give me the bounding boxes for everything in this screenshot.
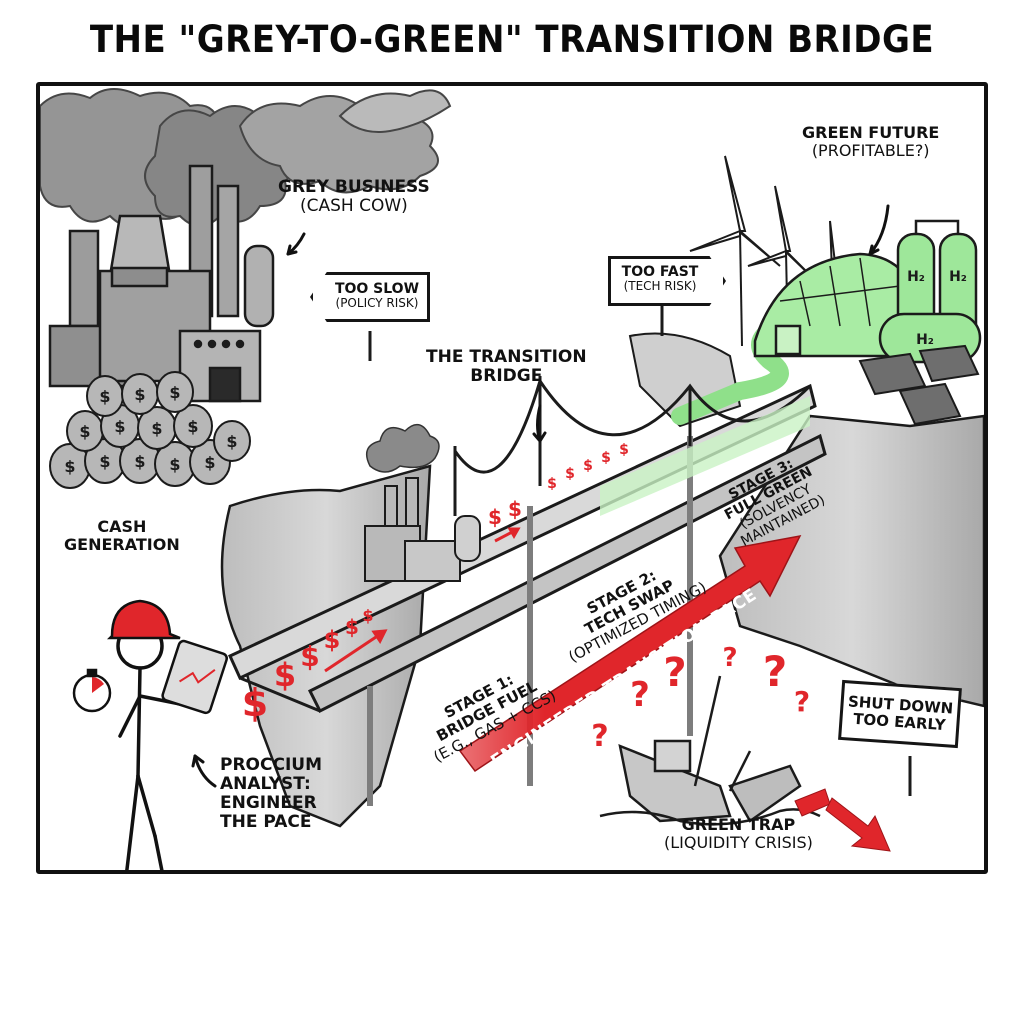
svg-text:$: $	[169, 455, 180, 474]
svg-text:$: $	[274, 656, 296, 694]
transition-bridge	[228, 376, 827, 806]
broken-down-arrow	[794, 788, 891, 852]
small-red-arrows	[324, 527, 521, 673]
sign-too-fast: TOO FAST (TECH RISK)	[608, 256, 726, 306]
svg-text:?: ?	[794, 685, 810, 718]
label-green-future: GREEN FUTURE (PROFITABLE?)	[802, 123, 940, 160]
svg-text:$: $	[114, 417, 125, 436]
svg-text:$: $	[362, 606, 373, 625]
svg-text:$: $	[169, 383, 180, 402]
question-marks: ? ? ? ? ? ?	[591, 643, 810, 754]
label-cash-generation: CASH GENERATION	[64, 517, 180, 554]
svg-text:$: $	[151, 419, 162, 438]
h2-tank-labels: H₂ H₂ H₂	[907, 269, 967, 348]
bridge-smoke	[365, 423, 440, 473]
svg-text:$: $	[99, 452, 110, 471]
tablet	[161, 639, 228, 715]
sign-too-slow: TOO SLOW (POLICY RISK)	[310, 272, 430, 322]
svg-text:?: ?	[591, 719, 608, 754]
svg-text:$: $	[345, 615, 359, 639]
svg-text:$: $	[601, 450, 611, 466]
sinking-boat	[599, 675, 821, 826]
label-green-trap: GREEN TRAP (LIQUIDITY CRISIS)	[664, 815, 813, 852]
svg-text:$: $	[619, 442, 629, 458]
svg-text:$: $	[583, 458, 593, 474]
svg-text:$: $	[204, 453, 215, 472]
svg-text:$: $	[187, 417, 198, 436]
svg-text:?: ?	[663, 650, 686, 696]
svg-text:$: $	[242, 681, 268, 725]
money-bags: $$$$$$ $$$$$$$	[49, 371, 251, 489]
h2-label-2: H₂	[949, 269, 967, 285]
svg-text:$: $	[508, 497, 522, 521]
dollar-stream: $ $ $ $ $ $ $ $ $ $ $ $ $	[242, 442, 629, 725]
label-transition-bridge: THE TRANSITION BRIDGE	[426, 347, 587, 387]
svg-text:?: ?	[722, 643, 737, 673]
pace-arrow	[458, 534, 802, 773]
sign-shut-down-too-early: SHUT DOWN TOO EARLY	[838, 679, 962, 749]
svg-text:$: $	[134, 385, 145, 404]
stopwatch	[72, 668, 112, 713]
svg-text:$: $	[300, 640, 319, 673]
pointer-arrows	[191, 204, 890, 788]
hard-hat	[106, 599, 181, 640]
svg-text:?: ?	[630, 675, 650, 715]
label-grey-business: GREY BUSINESS (CASH COW)	[278, 177, 430, 217]
svg-text:$: $	[134, 452, 145, 471]
svg-text:?: ?	[763, 647, 787, 696]
svg-text:$: $	[99, 387, 110, 406]
svg-text:$: $	[565, 466, 575, 482]
diagram-title: THE "GREY-TO-GREEN" TRANSITION BRIDGE	[89, 18, 935, 61]
solar-panels	[858, 344, 980, 426]
h2-label-3: H₂	[916, 332, 934, 348]
scene-illustration: $$$$$$ $$$$$$$ H₂ H₂	[40, 88, 984, 870]
h2-label-1: H₂	[907, 269, 925, 285]
svg-text:$: $	[488, 505, 502, 529]
label-analyst: PROCCIUM ANALYST: ENGINEER THE PACE	[220, 755, 322, 833]
sign-posts	[368, 301, 912, 796]
svg-text:$: $	[324, 626, 341, 654]
smoke-clouds	[40, 88, 452, 227]
bridge-factory	[364, 477, 481, 582]
svg-text:$: $	[64, 457, 75, 476]
svg-text:$: $	[226, 432, 237, 451]
svg-text:$: $	[547, 476, 557, 492]
svg-text:$: $	[79, 422, 90, 441]
illustration-frame: $$$$$$ $$$$$$$ H₂ H₂	[36, 82, 988, 874]
